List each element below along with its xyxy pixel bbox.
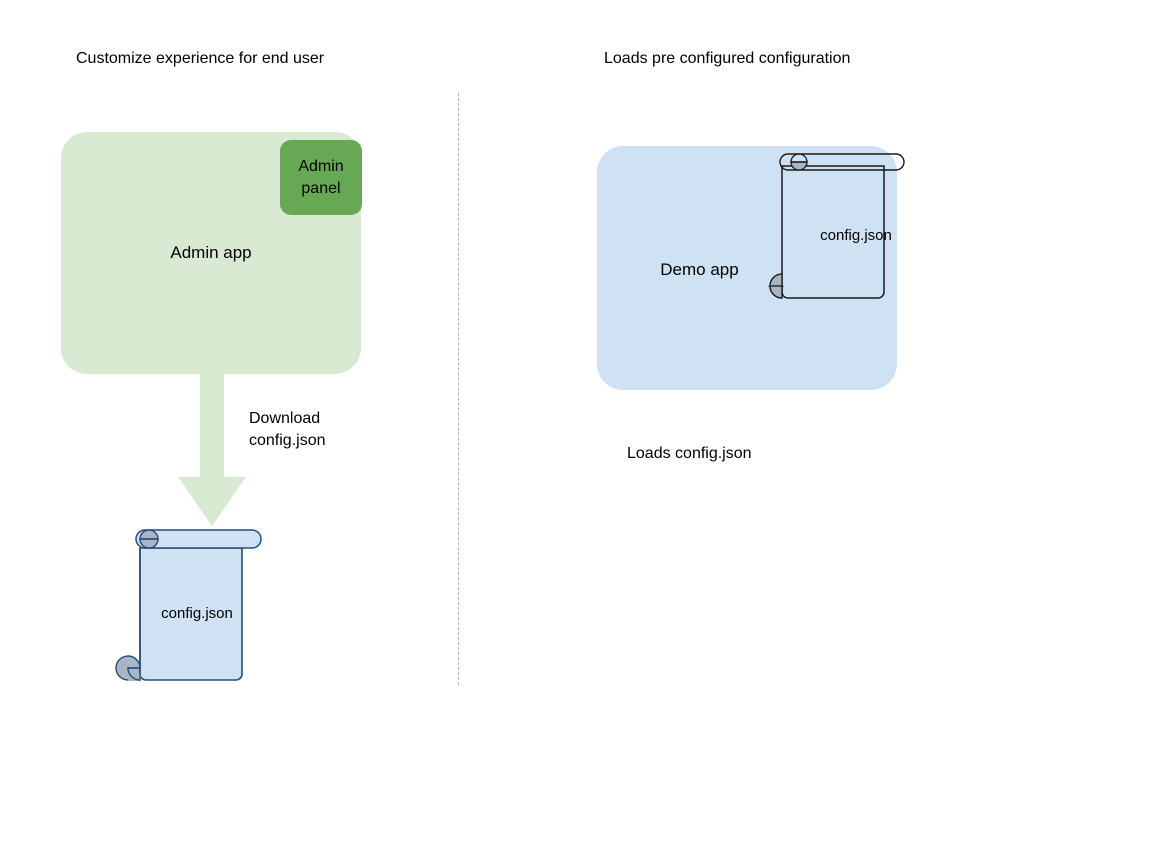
config-json-document-right[interactable]: config.json [766,152,912,304]
download-arrow-icon [177,369,247,527]
section-title-left: Customize experience for end user [76,50,325,67]
demo-app-label: Demo app [660,260,739,279]
admin-panel-box[interactable]: Admin panel [280,140,362,215]
vertical-divider [458,93,459,685]
admin-app-label: Admin app [170,243,252,262]
demo-app-box[interactable]: Demo app [597,146,897,390]
section-title-right: Loads pre configured configuration [604,50,851,67]
config-json-label-left: config.json [161,605,233,622]
loads-config-caption: Loads config.json [627,445,752,462]
config-json-label-right: config.json [820,227,892,244]
download-arrow-label: Download config.json [249,410,326,449]
admin-app-box[interactable]: Admin app Admin panel [61,132,362,374]
config-json-document-left[interactable]: config.json [115,528,264,688]
admin-panel-label: Admin panel [298,157,344,197]
